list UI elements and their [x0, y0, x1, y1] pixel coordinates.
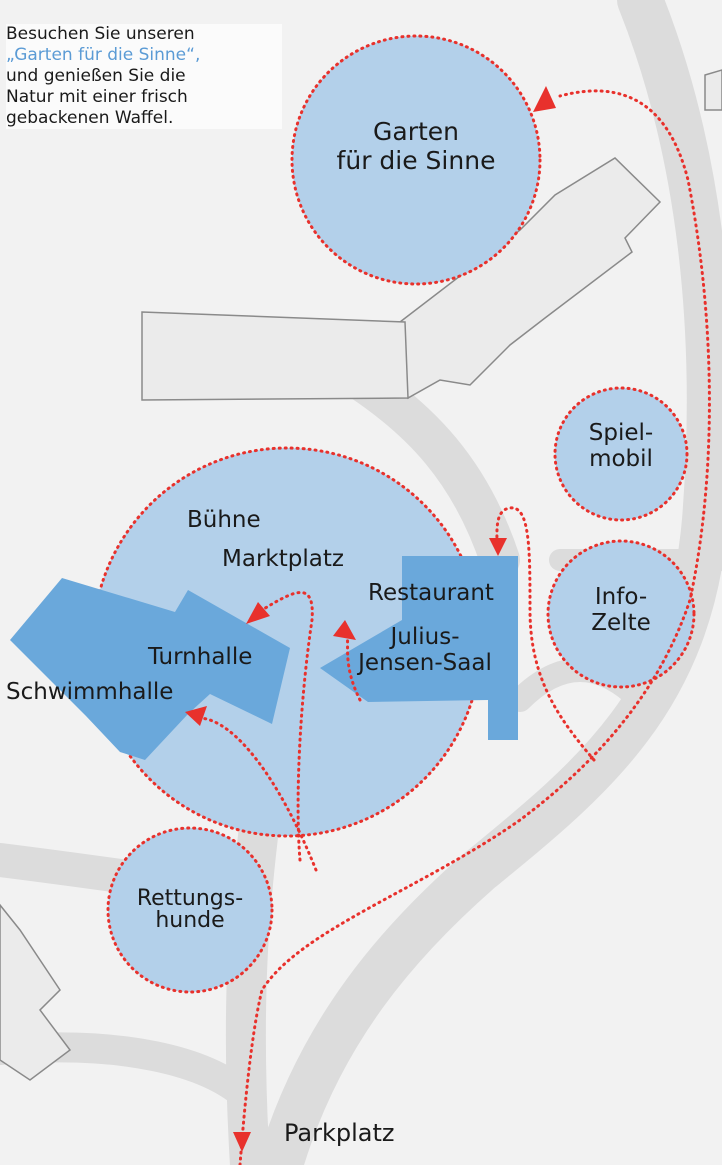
label-schwimmhalle: Schwimmhalle: [6, 679, 174, 705]
building-schwimmhalle: [10, 578, 290, 760]
label-info-zelte: Info- Zelte: [591, 584, 650, 637]
intro-highlight: „Garten für die Sinne“,: [6, 45, 201, 65]
label-rettung-line-2: hunde: [155, 908, 225, 933]
building-julius-jensen: [320, 556, 518, 740]
label-julius-jensen: Julius- Jensen-Saal: [358, 624, 492, 677]
zone-garten: [290, 34, 542, 286]
building-east-edge: [704, 69, 722, 111]
building-west: [141, 311, 409, 401]
intro-text: Besuchen Sie unseren „Garten für die Sin…: [6, 24, 282, 129]
zone-info: [546, 539, 696, 689]
label-buehne: Bühne: [187, 507, 261, 533]
route-julius: [343, 628, 362, 702]
label-rettung-line-1: Rettungs-: [136, 886, 244, 911]
label-garten: Garten für die Sinne: [336, 117, 496, 176]
arrow-turnhalle-icon: [246, 602, 270, 624]
intro-line-3: und genießen Sie die: [6, 66, 186, 86]
route-marktplatz-turnhalle: [260, 591, 314, 862]
label-marktplatz: Marktplatz: [222, 546, 344, 572]
routes: [198, 89, 711, 1165]
arrow-garten-icon: [533, 86, 556, 112]
route-restaurant: [495, 506, 596, 762]
route-arrows: [185, 86, 556, 1152]
intro-line-4: Natur mit einer frisch: [6, 87, 188, 107]
label-spielmobil-line-2: mobil: [589, 446, 653, 473]
outlined-buildings: [0, 69, 722, 1081]
arrow-parkplatz-icon: [233, 1132, 251, 1152]
zones: [91, 34, 696, 994]
label-spielmobil-line-1: Spiel-: [588, 420, 654, 446]
label-info-line-1: Info-: [594, 584, 648, 610]
building-southwest: [0, 903, 72, 1081]
intro-line-1: Besuchen Sie unseren: [6, 24, 195, 44]
label-info-line-2: Zelte: [591, 610, 651, 637]
highlighted-buildings: [10, 556, 518, 760]
arrow-schwimmhalle-icon: [185, 706, 207, 726]
route-main: [238, 89, 711, 1165]
label-restaurant: Restaurant: [368, 580, 494, 606]
label-turnhalle: Turnhalle: [148, 644, 253, 670]
label-parkplatz: Parkplatz: [284, 1119, 395, 1147]
label-julius-line-2: Jensen-Saal: [358, 650, 492, 677]
label-spielmobil: Spiel- mobil: [589, 420, 653, 473]
zone-rettungshunde: [106, 826, 274, 994]
zone-spielmobil: [553, 386, 689, 522]
label-julius-line-1: Julius-: [390, 624, 460, 650]
arrow-julius-icon: [333, 620, 356, 640]
label-garten-line-2: für die Sinne: [336, 145, 496, 175]
label-rettungshunde: Rettungs- hunde: [137, 888, 243, 932]
label-garten-line-1: Garten: [373, 117, 459, 146]
intro-line-5: gebackenen Waffel.: [6, 108, 174, 128]
arrow-restaurant-icon: [489, 538, 507, 556]
building-north: [399, 157, 662, 400]
